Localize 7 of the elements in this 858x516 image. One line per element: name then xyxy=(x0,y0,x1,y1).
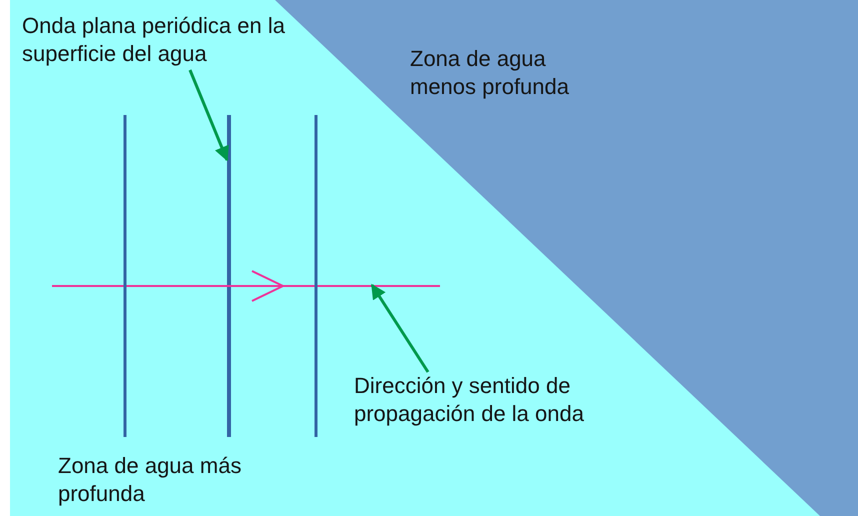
zone-label: Zona de agua más profunda xyxy=(58,452,242,508)
callout-text: Dirección y sentido de propagación de la onda xyxy=(354,372,585,428)
leader-line xyxy=(370,284,430,373)
callout-text: Onda plana periódica en la superficie del agua xyxy=(22,12,286,68)
zone-label: Zona de agua menos profunda xyxy=(410,45,570,101)
propagation-line xyxy=(52,285,440,287)
leader-line xyxy=(188,69,229,162)
